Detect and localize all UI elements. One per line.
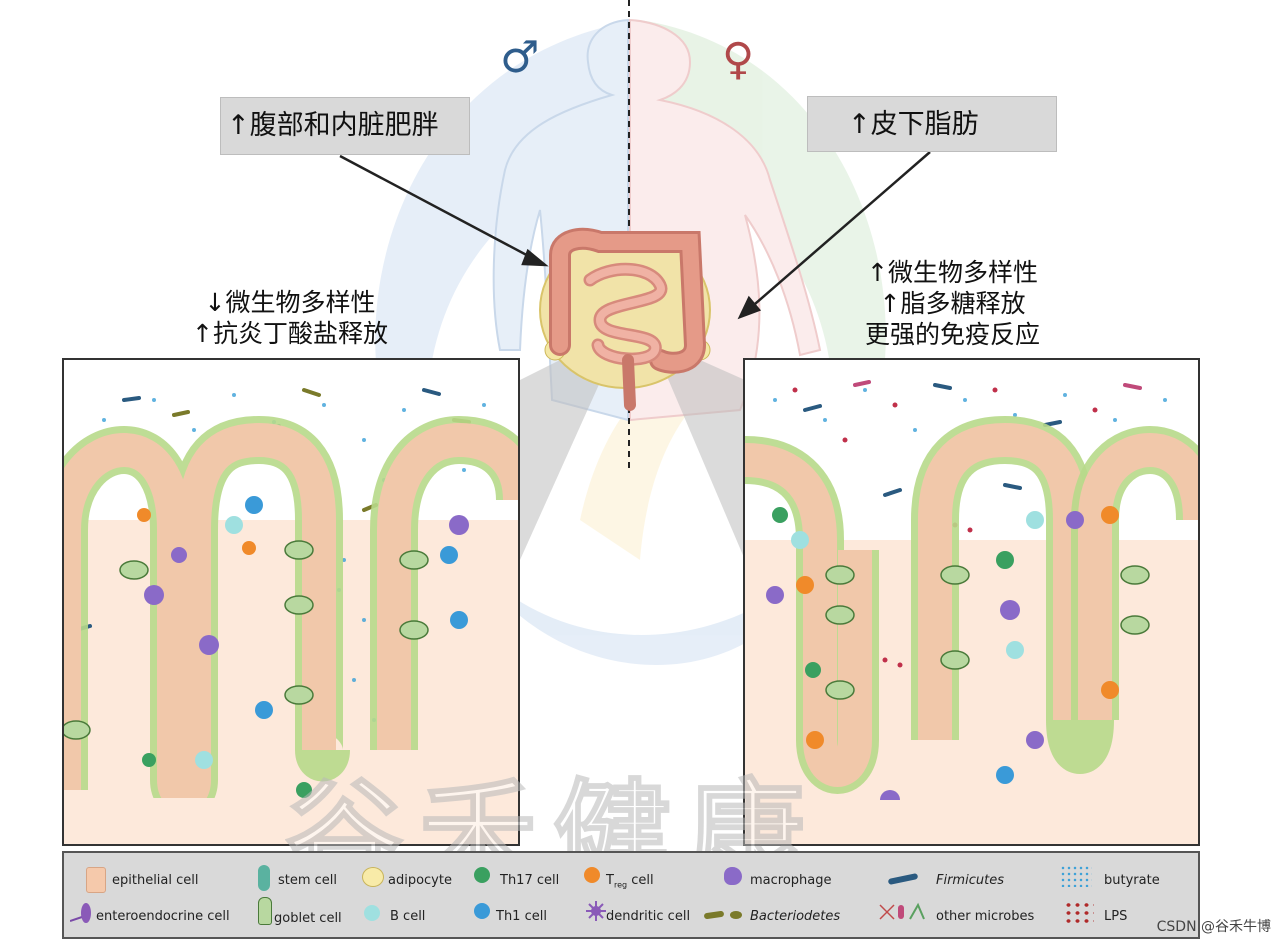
male-villi-illustration <box>64 360 518 844</box>
enteroendocrine-cell-icon <box>69 901 94 925</box>
female-note-2: ↑脂多糖释放 <box>879 289 1026 318</box>
male-note-2: ↑抗炎丁酸盐释放 <box>192 319 388 348</box>
gut-illustration <box>539 227 711 411</box>
th1-cell-icon <box>474 903 490 919</box>
female-callout: ↑皮下脂肪 <box>807 96 1057 152</box>
male-notes: ↓微生物多样性 ↑抗炎丁酸盐释放 <box>180 287 400 349</box>
credit-text: CSDN @谷禾牛博 <box>1156 919 1271 935</box>
right-zoom-cone <box>660 360 745 560</box>
adipocyte-icon <box>362 867 384 887</box>
female-note-1: ↑微生物多样性 <box>867 258 1038 287</box>
male-symbol: ♂ <box>500 32 540 83</box>
lps-icon <box>1064 901 1094 923</box>
female-note-3: 更强的免疫反应 <box>864 320 1040 349</box>
female-symbol: ♀ <box>722 34 755 85</box>
epithelial-cell-icon <box>86 867 106 893</box>
dendritic-cell-icon <box>586 901 606 921</box>
goblet-cell-icon <box>258 897 272 925</box>
macrophage-icon <box>724 867 742 885</box>
butyrate-icon <box>1060 865 1092 887</box>
female-villi-illustration <box>745 360 1198 844</box>
other-microbes-icon <box>878 901 928 923</box>
female-gut-panel <box>743 358 1200 846</box>
female-notes: ↑微生物多样性 ↑脂多糖释放 更强的免疫反应 <box>840 257 1065 350</box>
b-cell-icon <box>364 905 380 921</box>
treg-cell-icon <box>584 867 600 883</box>
male-callout: ↑腹部和内脏肥胖 <box>220 97 470 155</box>
firmicutes-icon <box>887 872 919 886</box>
left-zoom-cone <box>520 360 610 560</box>
male-gut-panel <box>62 358 520 846</box>
callout-arrows <box>339 151 931 320</box>
th17-cell-icon <box>474 867 490 883</box>
stem-cell-icon <box>258 865 270 891</box>
legend: epithelial cell stem cell adipocyte Th17… <box>62 851 1200 939</box>
male-note-1: ↓微生物多样性 <box>204 288 376 317</box>
bacteriodetes-icon <box>704 909 742 919</box>
